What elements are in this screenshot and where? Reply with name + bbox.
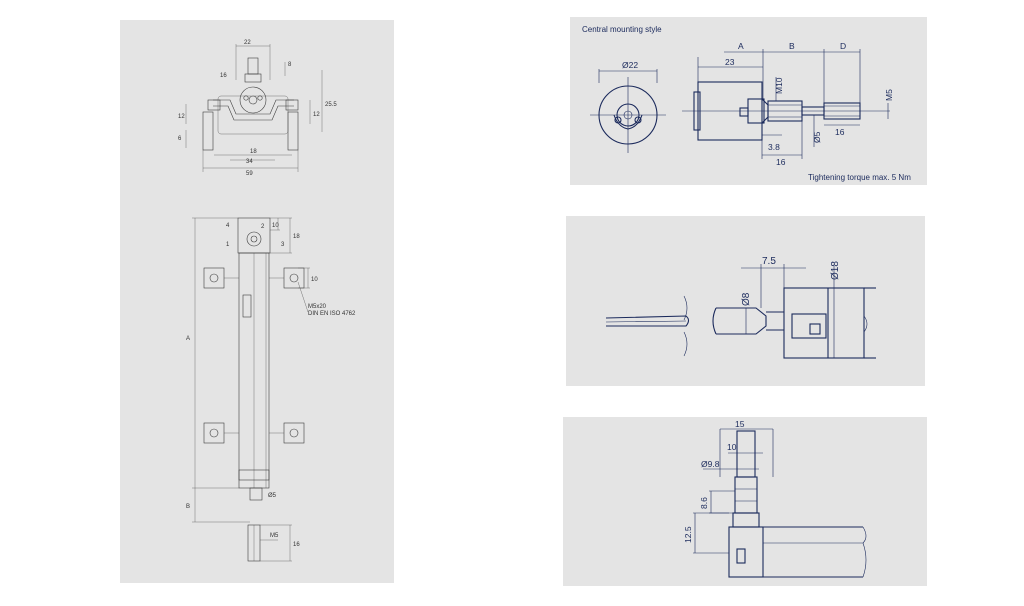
drawing-panel-cable-outlet: 7.5 Ø18 Ø8 — [566, 216, 925, 386]
dim-16-right: 16 — [835, 127, 845, 137]
top-view: 22 16 8 18 34 59 12 25.5 12 6 — [178, 40, 337, 177]
dim-10: 10 — [727, 442, 737, 452]
callout-2: 2 — [261, 224, 265, 230]
dim-A: A — [738, 41, 744, 51]
dim-top-6: 6 — [178, 136, 182, 142]
dim-top-59: 59 — [246, 171, 253, 177]
end-view: Ø22 — [590, 60, 666, 153]
dim-top-16: 16 — [220, 73, 227, 79]
rod — [249, 487, 263, 501]
dim-dia-9-8: Ø9.8 — [701, 459, 720, 469]
cable-outlet-drawing: 7.5 Ø18 Ø8 — [605, 256, 876, 359]
head-block — [237, 217, 271, 254]
dim-dia-22: Ø22 — [622, 60, 638, 70]
bracket-upper-left — [203, 267, 225, 289]
connector-shaft — [736, 430, 756, 478]
dim-23: 23 — [725, 57, 735, 67]
central-mounting-drawing: Central mounting style Ø22 — [582, 25, 911, 182]
bracket-lower-right — [283, 422, 305, 444]
dim-top-34: 34 — [246, 159, 253, 165]
drawing-panel-connector: 15 10 Ø9.8 8.6 12.5 — [563, 417, 927, 586]
dim-top-12-right: 12 — [313, 112, 320, 118]
screw-standard-label: DIN EN ISO 4762 — [308, 311, 356, 317]
dim-dia-5: Ø5 — [812, 131, 822, 143]
dim-3-8: 3.8 — [768, 142, 780, 152]
dim-side-16: 16 — [293, 542, 300, 548]
dim-M5: M5 — [884, 89, 894, 101]
drawing-panel-central-mounting: Central mounting style Ø22 — [570, 17, 927, 185]
dim-side-rod-dia: Ø5 — [268, 493, 277, 499]
mounting-bracket — [213, 99, 294, 115]
dim-side-18: 18 — [293, 234, 300, 240]
dim-top-12-left: 12 — [178, 114, 185, 120]
dim-top-8: 8 — [288, 62, 292, 68]
dim-top-22: 22 — [244, 40, 251, 46]
dim-16-bottom: 16 — [776, 157, 786, 167]
screw-label: M5x20 — [308, 304, 327, 310]
side-view: A B 10 18 10 4 1 2 3 M5x20 DIN EN ISO 47… — [186, 217, 356, 562]
body-circle — [239, 86, 267, 114]
cable — [605, 315, 690, 327]
dim-B: B — [789, 41, 795, 51]
bracket-upper-right — [283, 267, 305, 289]
dim-side-10-bracket: 10 — [311, 277, 318, 283]
dim-dia-18: Ø18 — [830, 261, 841, 280]
torque-note: Tightening torque max. 5 Nm — [808, 173, 911, 182]
overview-drawing: 22 16 8 18 34 59 12 25.5 12 6 — [178, 40, 356, 562]
connector-drawing: 15 10 Ø9.8 8.6 12.5 — [683, 419, 867, 578]
dim-D: D — [840, 41, 846, 51]
dim-M10: M10 — [774, 77, 784, 94]
dim-top-25-5: 25.5 — [325, 102, 337, 108]
bracket-lower-left — [203, 422, 225, 444]
dim-side-M5: M5 — [270, 533, 279, 539]
dim-dia-8: Ø8 — [741, 292, 752, 306]
panel-title: Central mounting style — [582, 25, 662, 34]
dim-side-10-top: 10 — [272, 223, 279, 229]
connector-body — [734, 476, 758, 514]
dim-15: 15 — [735, 419, 745, 429]
dim-8-6: 8.6 — [699, 497, 709, 509]
dim-12-5: 12.5 — [683, 526, 693, 543]
callout-4: 4 — [226, 223, 230, 229]
dim-side-A: A — [186, 336, 190, 342]
drawing-panel-overview: 22 16 8 18 34 59 12 25.5 12 6 — [120, 20, 394, 583]
connector-stub — [247, 57, 259, 75]
dim-side-B: B — [186, 504, 190, 510]
housing-section — [783, 287, 865, 359]
side-mount-view: A B D 23 M10 M5 Ø5 3.8 16 16 — [682, 41, 894, 167]
dim-top-18: 18 — [250, 149, 257, 155]
callout-3: 3 — [281, 242, 285, 248]
callout-1: 1 — [226, 242, 230, 248]
dim-7-5: 7.5 — [762, 256, 776, 267]
